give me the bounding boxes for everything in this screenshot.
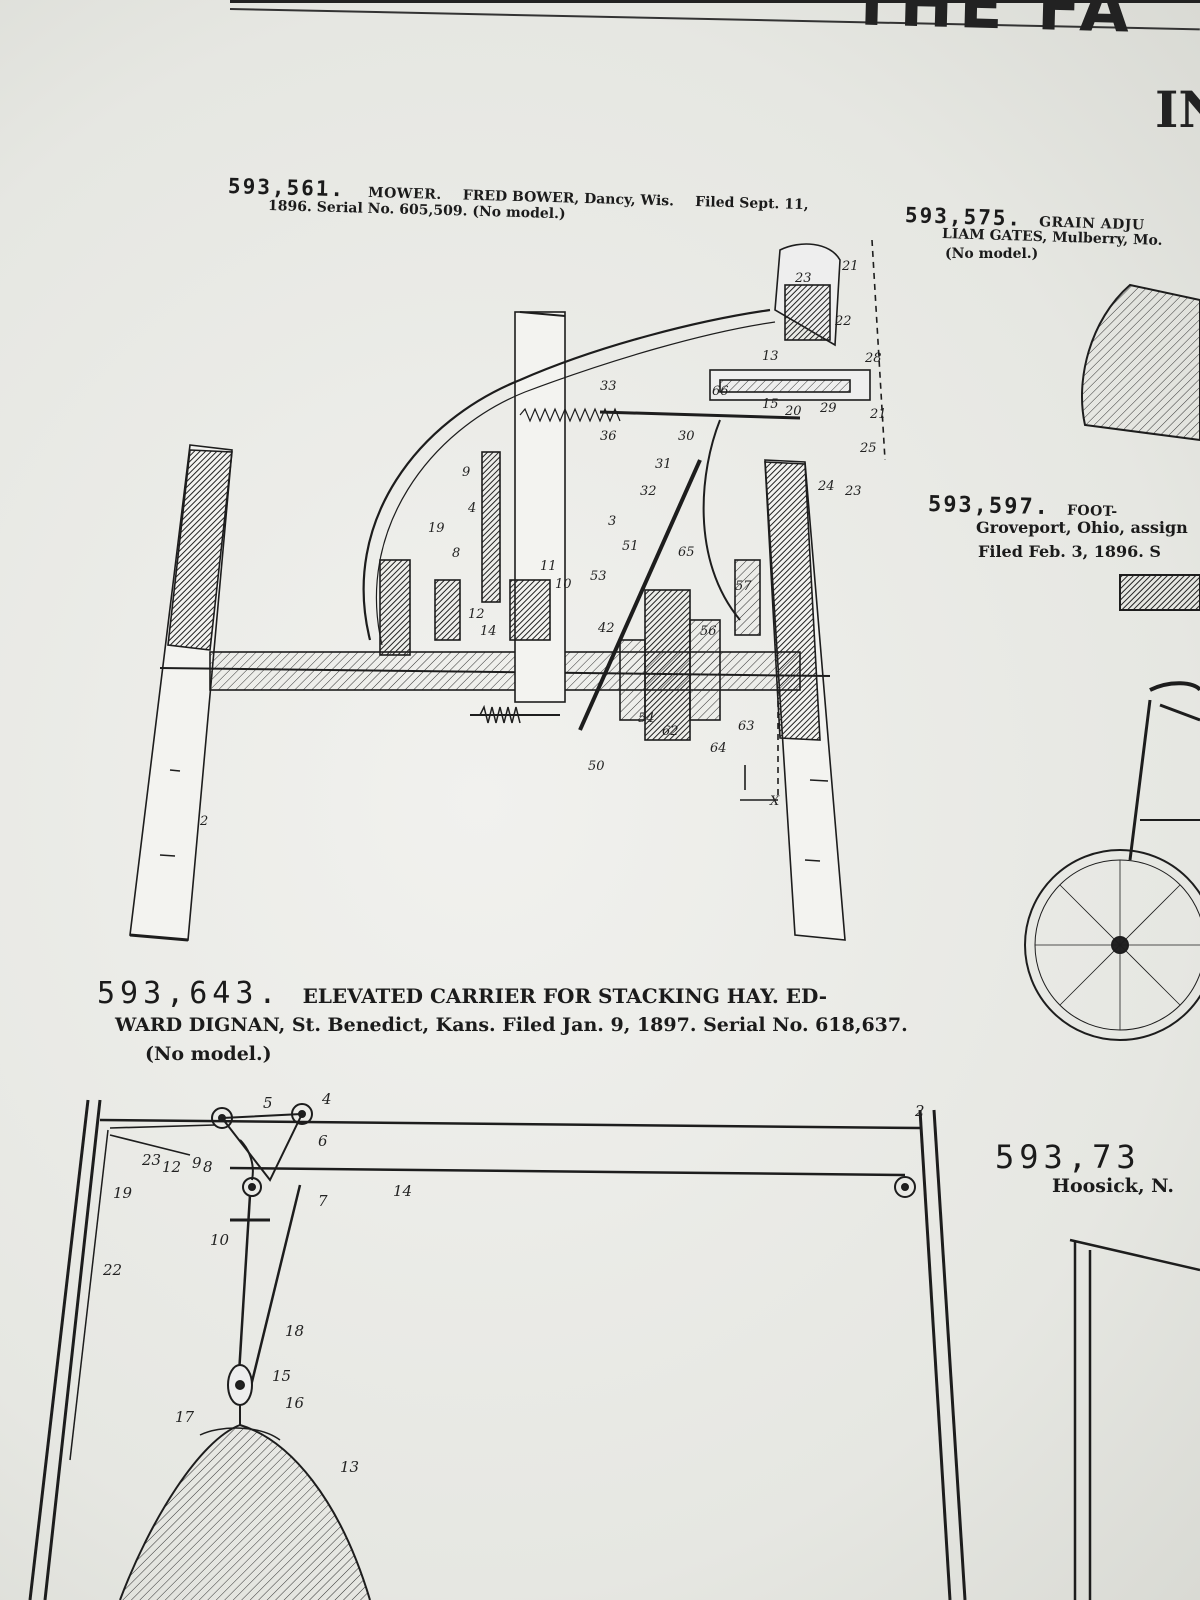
patent-593575-line3: (No model.) — [945, 246, 1039, 262]
box-partial-drawing — [1069, 1238, 1200, 1600]
mower-label: 66 — [712, 384, 729, 399]
mower-label: 28 — [864, 351, 882, 366]
grain-drill-partial-drawing — [1081, 283, 1200, 442]
mower-label: 50 — [588, 759, 605, 774]
mower-labels: 23 21 22 13 33 66 15 20 29 28 21 25 36 3… — [199, 259, 887, 829]
mower-label: 15 — [762, 397, 779, 412]
carrier-label: 18 — [285, 1322, 304, 1340]
patent-593597-line3: Filed Feb. 3, 1896. S — [978, 542, 1161, 561]
mower-label: 11 — [540, 559, 557, 574]
mower-label: X — [769, 794, 780, 809]
mower-label: 30 — [678, 429, 695, 444]
mower-label: 2 — [199, 814, 208, 829]
carrier-label: 10 — [210, 1231, 230, 1249]
carrier-left-post — [28, 1099, 90, 1600]
mower-right-post-shade — [764, 461, 821, 741]
mower-label: 19 — [428, 521, 445, 536]
carrier-label: 13 — [340, 1458, 359, 1476]
carrier-label: 15 — [272, 1367, 291, 1385]
patent-59373-number: 593,73 — [995, 1138, 1141, 1176]
mower-label: 13 — [762, 349, 779, 364]
carrier-hay-pile — [119, 1423, 371, 1600]
carrier-label: 14 — [393, 1182, 412, 1200]
mower-label: 65 — [678, 545, 695, 560]
mower-label: 24 — [817, 479, 835, 494]
section-heading: IN — [1155, 80, 1200, 139]
mower-label: 25 — [859, 441, 877, 456]
mower-label: 64 — [710, 741, 727, 756]
mower-label: 29 — [819, 401, 837, 416]
foot-rest-partial-drawing — [1119, 574, 1200, 611]
carrier-label: 16 — [285, 1394, 305, 1412]
carrier-label: 5 — [263, 1094, 273, 1112]
top-rule — [230, 0, 1200, 3]
mower-label: 4 — [467, 501, 476, 516]
mower-label: 32 — [640, 484, 657, 499]
patent-number: 593,643. — [97, 976, 282, 1011]
patent-593643-header: 593,643. ELEVATED CARRIER FOR STACKING H… — [97, 976, 827, 1011]
mower-label: 56 — [700, 624, 717, 639]
mower-label: 33 — [600, 379, 617, 394]
mower-label: 20 — [784, 404, 802, 419]
patent-593643-line2: WARD DIGNAN, St. Benedict, Kans. Filed J… — [115, 1014, 908, 1036]
mower-label: 31 — [655, 457, 672, 472]
patent-title: ELEVATED CARRIER FOR STACKING HAY. ED- — [302, 984, 828, 1008]
mower-label: 21 — [869, 407, 887, 422]
mower-label: 9 — [462, 465, 470, 480]
patent-593597-line2: Groveport, Ohio, assign — [976, 518, 1188, 537]
mower-label: 3 — [608, 514, 616, 529]
mower-spring-vertical — [481, 451, 501, 603]
patent-59373-line2: Hoosick, N. — [1052, 1175, 1174, 1197]
mower-lever — [578, 459, 702, 731]
mower-label: 63 — [738, 719, 755, 734]
mower-label: 54 — [638, 711, 655, 726]
carrier-label: 22 — [102, 1261, 122, 1279]
mower-label: 10 — [555, 577, 572, 592]
mower-label: 51 — [622, 539, 639, 554]
carrier-label: 19 — [113, 1184, 133, 1202]
carrier-label: 6 — [318, 1132, 328, 1150]
patent-593643-line3: (No model.) — [145, 1043, 272, 1065]
bicycle-partial-drawing — [1024, 681, 1200, 1041]
mower-label: 22 — [834, 314, 852, 329]
carrier-right-post — [918, 1109, 952, 1600]
carrier-label: 17 — [175, 1408, 195, 1426]
carrier-label: 9 — [192, 1154, 202, 1172]
mower-drawing — [129, 239, 886, 942]
carrier-label: 12 — [162, 1158, 181, 1176]
mower-label: 62 — [662, 724, 679, 739]
mower-label: 21 — [841, 259, 859, 274]
carrier-label: 23 — [141, 1151, 161, 1169]
carrier-label: 8 — [203, 1158, 213, 1176]
mower-label: 23 — [844, 484, 862, 499]
carrier-cable — [229, 1166, 906, 1177]
carrier-top-rail — [99, 1118, 921, 1130]
hay-carrier-drawing — [28, 1099, 967, 1600]
carrier-label: 4 — [321, 1090, 332, 1108]
mower-label: 53 — [590, 569, 607, 584]
mower-label: 42 — [597, 621, 615, 636]
mower-label: 23 — [794, 271, 812, 286]
mower-label: 8 — [452, 546, 460, 561]
carrier-label: 2 — [914, 1102, 925, 1120]
bicycle-wheel — [1024, 849, 1200, 1041]
carrier-label: 7 — [318, 1192, 328, 1210]
mower-arc — [362, 308, 771, 641]
carrier-labels: 5 4 2 6 23 12 9 8 19 7 14 10 22 18 15 16… — [102, 1090, 925, 1476]
mower-label: 14 — [480, 624, 497, 639]
mower-label: 57 — [735, 579, 752, 594]
mower-left-post-shade — [167, 449, 233, 651]
carrier-end-pulley — [894, 1176, 916, 1198]
mower-label: 36 — [600, 429, 617, 444]
mower-label: 12 — [468, 607, 485, 622]
